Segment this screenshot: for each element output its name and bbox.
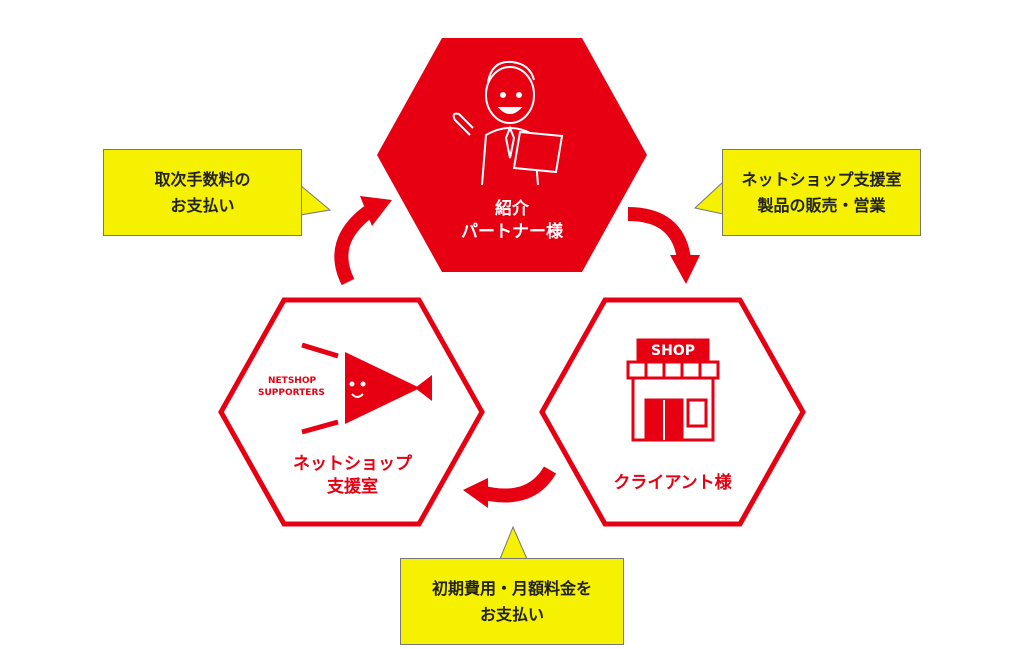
partner-label-line2: パートナー様	[461, 221, 563, 242]
callout-fees-line2: お支払い	[479, 604, 544, 624]
netshop-supporters-logo-text: NETSHOP SUPPORTERS	[258, 376, 348, 399]
arrow-support-to-partner	[334, 196, 392, 286]
callout-sales: ネットショップ支援室製品の販売・営業	[722, 149, 921, 236]
arrow-client-to-support	[463, 466, 557, 508]
businessman-icon	[452, 60, 564, 186]
shop-icon	[626, 338, 720, 442]
partner-label: 紹介 パートナー様	[442, 198, 582, 244]
callout-sales-line2: 製品の販売・営業	[757, 195, 886, 215]
callout-sales-line1: ネットショップ支援室	[741, 169, 902, 189]
callout-commission-line1: 取次手数料の	[154, 169, 251, 189]
callout-commission-line2: お支払い	[170, 195, 235, 215]
support-label-line2: 支援室	[327, 476, 378, 497]
arrow-partner-to-client	[627, 207, 700, 284]
callout-pointer-bottom	[499, 525, 528, 560]
callout-commission: 取次手数料のお支払い	[103, 149, 302, 236]
callout-pointer-right	[693, 180, 724, 215]
callout-fees-line1: 初期費用・月額料金を	[431, 578, 592, 598]
shop-sign-text: SHOP	[651, 343, 695, 359]
support-label: ネットショップ 支援室	[290, 453, 415, 499]
partner-label-line1: 紹介	[495, 199, 529, 219]
logo-line2: SUPPORTERS	[258, 387, 325, 398]
support-label-line1: ネットショップ	[293, 454, 412, 474]
callout-fees: 初期費用・月額料金をお支払い	[400, 558, 624, 645]
megaphone-icon	[301, 342, 432, 435]
client-label: クライアント様	[613, 473, 732, 493]
partner-hexagon	[377, 38, 647, 272]
callout-pointer-left	[299, 183, 332, 216]
logo-line1: NETSHOP	[268, 376, 317, 386]
